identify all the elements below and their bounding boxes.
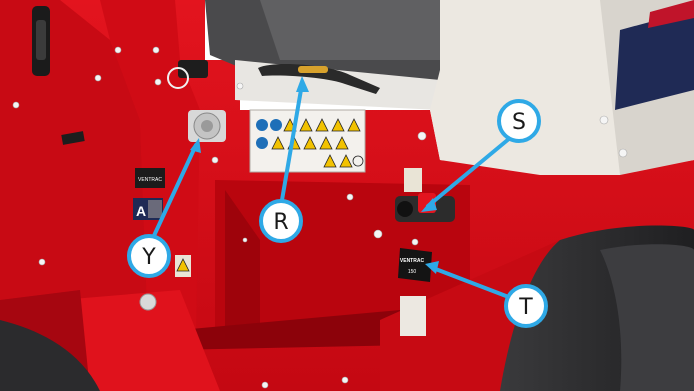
letter-badge-text: A [136,203,146,219]
callout-s: S [499,101,539,141]
callout-t: T [506,286,546,326]
brand-plate-text: VENTRAC [400,258,425,264]
callout-s-label: S [512,110,526,135]
hub-knob [140,294,156,310]
plate-number-text: 150 [408,269,417,275]
callout-y: Y [129,236,169,276]
seat-cushion [260,0,470,60]
callout-r: R [261,201,301,241]
key-switch [188,110,226,142]
latch-detail [36,20,46,60]
brand-decal-small-text: VENTRAC [138,177,162,183]
manual-decal [400,296,426,336]
qr-decal [148,200,162,218]
valve-warning-decal [404,168,422,192]
callout-r-label: R [273,210,288,235]
lever-grip [298,66,328,73]
callout-y-label: Y [141,245,156,270]
callout-t-label: T [518,295,533,320]
side-panel [430,0,630,175]
